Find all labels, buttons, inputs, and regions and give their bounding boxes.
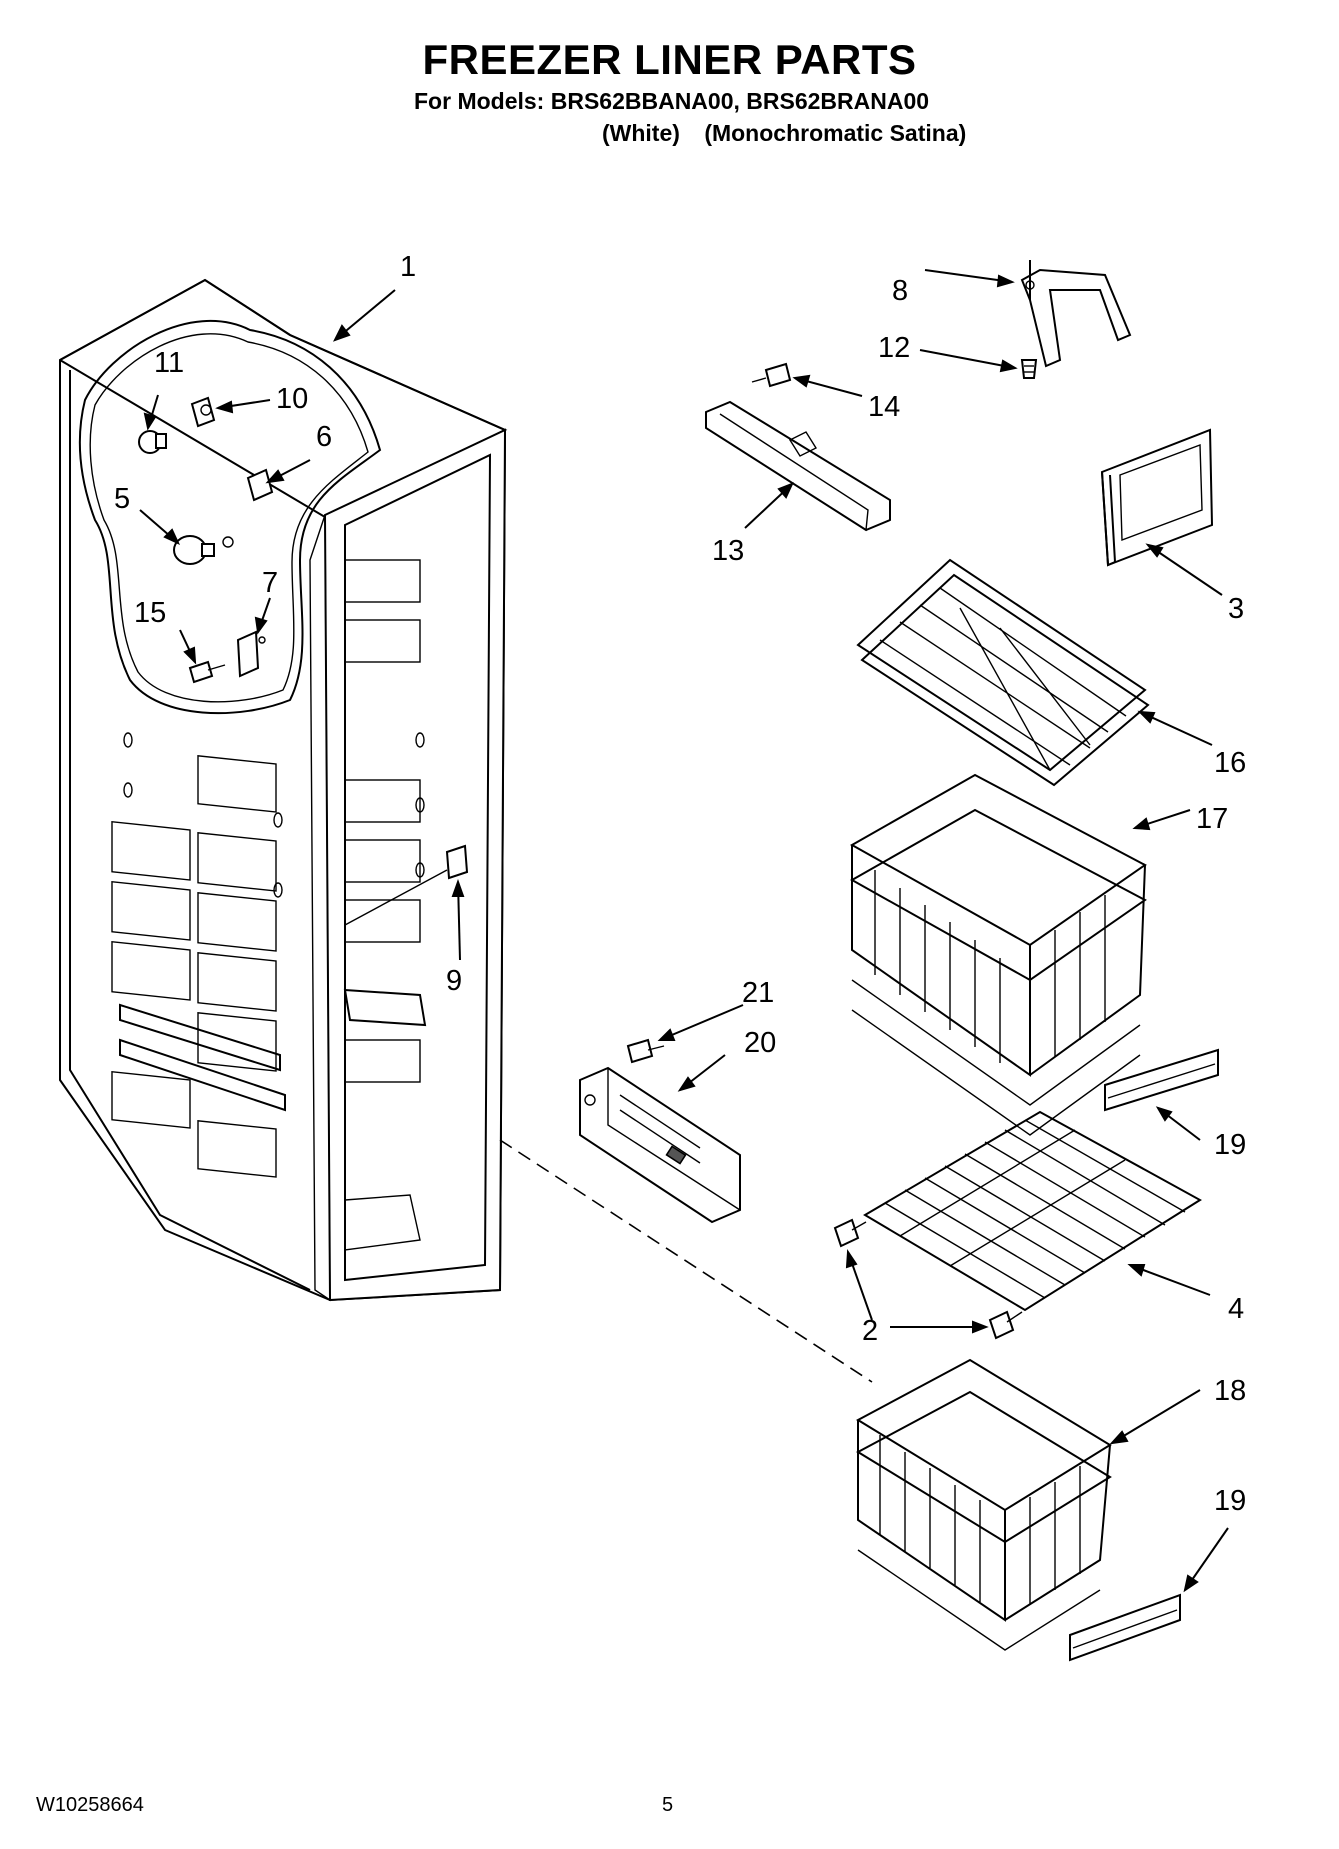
wire-basket-part-18: [855, 1358, 1112, 1651]
leader-lines: [139, 269, 1229, 1593]
callout-8: 8: [892, 275, 908, 307]
callout-20: 20: [744, 1027, 776, 1059]
callout-12: 12: [878, 332, 910, 364]
variant-white: (White): [602, 120, 680, 146]
callout-11: 11: [154, 347, 184, 379]
model-variants: (White) (Monochromatic Satina): [602, 120, 984, 147]
document-number: W10258664: [36, 1794, 144, 1816]
page-number: 5: [662, 1794, 674, 1816]
rail-part-13: [705, 400, 891, 532]
screw-part-15: [188, 660, 226, 684]
callout-18: 18: [1214, 1375, 1246, 1407]
models-line: For Models: BRS62BBANA00, BRS62BRANA00: [414, 88, 930, 114]
trim-strip-part-19-upper: [1104, 1048, 1219, 1112]
light-socket-part-10: [190, 396, 216, 428]
callout-19-upper: 19: [1214, 1129, 1246, 1161]
screw-part-14: [751, 362, 792, 388]
callout-3: 3: [1228, 593, 1244, 625]
screw-part-21: [626, 1038, 665, 1064]
bin-front-part-3: [1100, 428, 1214, 567]
callout-13: 13: [712, 535, 744, 567]
callout-9: 9: [446, 965, 462, 997]
callout-21: 21: [742, 977, 774, 1009]
freezer-liner-part-1: [59, 278, 508, 1302]
connector-part-9: [344, 844, 469, 926]
wire-basket-part-17: [849, 773, 1147, 1136]
callout-4: 4: [1228, 1293, 1244, 1325]
callout-19-lower: 19: [1214, 1485, 1246, 1517]
wire-shelf-part-4: [863, 1110, 1202, 1312]
callout-7: 7: [262, 567, 278, 599]
roller-part-2-right: [988, 1310, 1023, 1340]
callout-15: 15: [134, 597, 166, 629]
bracket-part-7: [236, 630, 266, 678]
callout-16: 16: [1214, 747, 1246, 779]
page-title: FREEZER LINER PARTS: [422, 36, 917, 83]
light-bulb-part-11: [138, 430, 167, 454]
callout-5: 5: [114, 483, 130, 515]
roller-part-2-left: [833, 1218, 867, 1248]
callout-10: 10: [276, 383, 308, 415]
bracket-part-8: [1020, 260, 1132, 368]
screw-part-12: [1020, 359, 1038, 379]
trim-strip-part-19-lower: [1069, 1593, 1181, 1662]
callout-17: 17: [1196, 803, 1228, 835]
alignment-dashed-line: [499, 1139, 873, 1383]
control-housing-part-20: [579, 1066, 741, 1224]
callout-6: 6: [316, 421, 332, 453]
wire-shelf-part-16: [856, 558, 1150, 787]
variant-monochromatic-satina: (Monochromatic Satina): [704, 120, 967, 146]
cap-part-5: [173, 535, 234, 565]
callout-2: 2: [862, 1315, 878, 1347]
callout-1: 1: [400, 251, 416, 283]
callout-14: 14: [868, 391, 900, 423]
clip-part-6: [246, 468, 274, 502]
